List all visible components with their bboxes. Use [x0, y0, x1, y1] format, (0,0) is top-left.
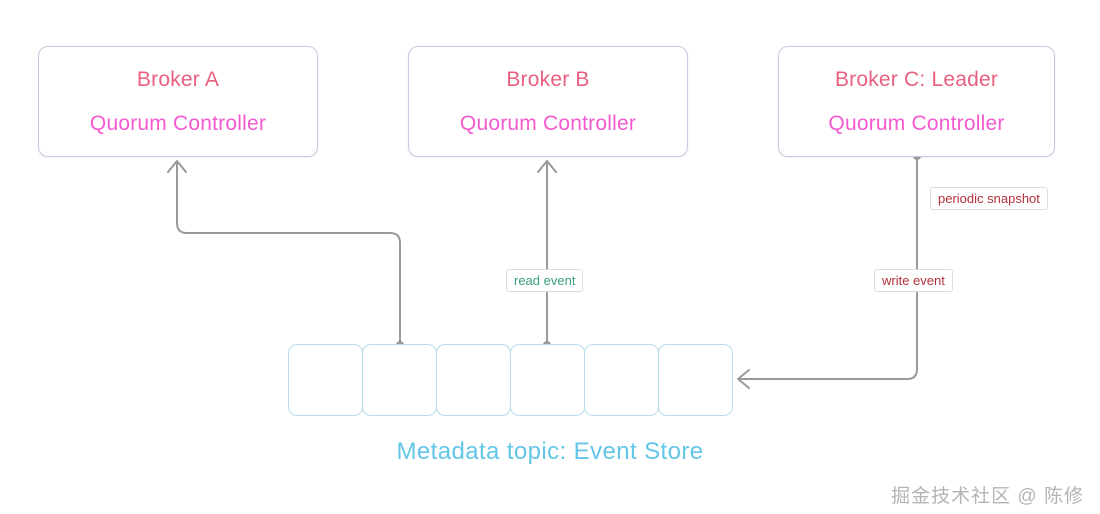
broker-c-subtitle: Quorum Controller	[828, 111, 1005, 135]
event-store-cell-3[interactable]	[436, 344, 511, 416]
label-periodic-snapshot: periodic snapshot	[930, 187, 1048, 210]
event-store-cell-4[interactable]	[510, 344, 585, 416]
broker-box-a[interactable]: Broker A Quorum Controller	[38, 46, 318, 157]
broker-a-title: Broker A	[136, 67, 220, 91]
event-store-caption: Metadata topic: Event Store	[396, 438, 704, 465]
broker-a-subtitle: Quorum Controller	[89, 111, 267, 135]
event-store-cell-6[interactable]	[658, 344, 733, 416]
event-store-cell-5[interactable]	[584, 344, 659, 416]
edge-store-to-broker-a	[167, 160, 404, 349]
label-read-event: read event	[506, 269, 584, 292]
broker-box-c[interactable]: Broker C: Leader Quorum Controller	[778, 46, 1055, 157]
event-store-cell-2[interactable]	[362, 344, 437, 416]
broker-c-title: Broker C: Leader	[834, 67, 999, 91]
edge-store-to-broker-b	[537, 160, 557, 349]
broker-b-title: Broker B	[506, 67, 590, 91]
watermark: 掘金技术社区 @ 陈修	[891, 486, 1084, 507]
broker-b-subtitle: Quorum Controller	[459, 111, 637, 135]
event-store-cell-1[interactable]	[288, 344, 363, 416]
label-write-event: write event	[874, 269, 953, 292]
broker-box-b[interactable]: Broker B Quorum Controller	[408, 46, 688, 157]
